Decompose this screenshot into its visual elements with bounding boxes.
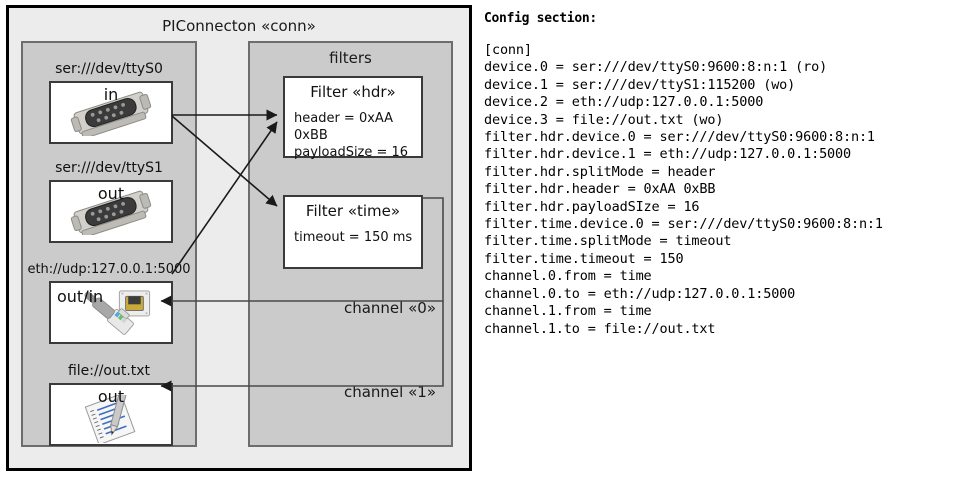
filter-prop: payloadSize = 16 — [294, 145, 409, 160]
filter-title-hdr: Filter «hdr» — [310, 83, 396, 101]
device-box-ttys0[interactable]: in — [49, 81, 173, 144]
channel-label-1: channel «1» — [343, 383, 436, 401]
filter-title-time: Filter «time» — [305, 202, 401, 220]
channel-label-0: channel «0» — [343, 299, 436, 317]
device-mode-file: out — [97, 387, 125, 406]
device-box-eth[interactable]: out/in — [49, 281, 173, 344]
filters-panel-title: filters — [329, 49, 372, 67]
device-box-ttys1[interactable]: out — [49, 180, 173, 243]
device-mode-ttys0: in — [103, 85, 119, 104]
network-jack-icon — [51, 283, 171, 342]
filter-props-hdr: header = 0xAA 0xBB payloadSize = 16 — [294, 110, 421, 161]
devices-panel: ser:///dev/ttyS0 in — [21, 41, 197, 447]
filters-panel: filters Filter «hdr» header = 0xAA 0xBB … — [248, 41, 453, 447]
connector-diagram-frame: PIConnecton «conn» ser:///dev/ttyS0 in — [6, 5, 472, 471]
filter-prop: header = 0xAA 0xBB — [294, 111, 394, 143]
device-box-file[interactable]: out — [49, 383, 173, 446]
diagram-title: PIConnecton «conn» — [162, 17, 316, 35]
config-heading: Config section: — [484, 11, 597, 26]
text-document-icon — [51, 385, 171, 444]
filter-box-time[interactable]: Filter «time» timeout = 150 ms — [283, 195, 423, 269]
filter-box-hdr[interactable]: Filter «hdr» header = 0xAA 0xBB payloadS… — [283, 76, 423, 161]
serial-port-icon — [51, 182, 171, 241]
device-mode-ttys1: out — [97, 184, 125, 203]
device-mode-eth: out/in — [57, 287, 104, 306]
device-label-eth: eth://udp:127.0.0.1:5000 — [27, 262, 191, 277]
device-label-ttys1: ser:///dev/ttyS1 — [55, 160, 163, 176]
config-text: [conn] device.0 = ser:///dev/ttyS0:9600:… — [484, 42, 883, 337]
config-section: Config section: [conn] device.0 = ser://… — [484, 6, 960, 478]
filter-prop: timeout = 150 ms — [294, 230, 413, 245]
device-label-file: file://out.txt — [67, 363, 151, 379]
device-label-ttys0: ser:///dev/ttyS0 — [55, 61, 163, 77]
serial-port-icon — [51, 83, 171, 142]
filter-props-time: timeout = 150 ms — [294, 229, 412, 246]
